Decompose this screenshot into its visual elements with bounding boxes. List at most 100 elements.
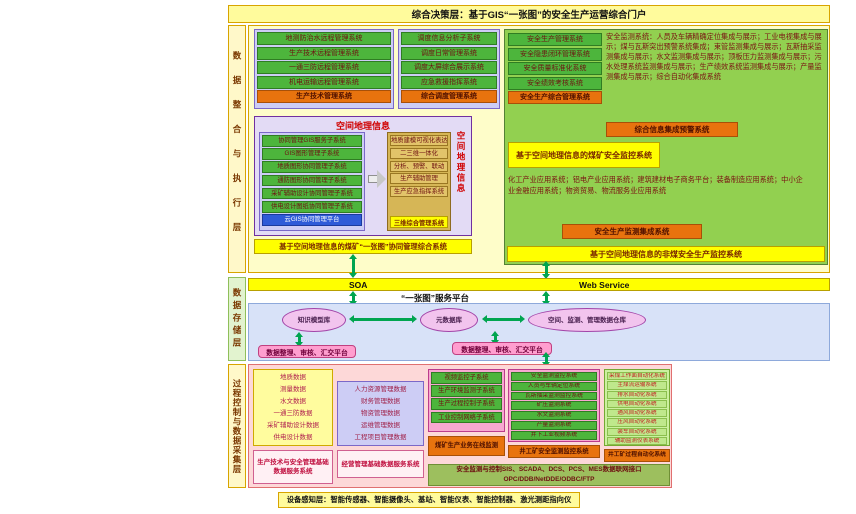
spatial-geo-title: 空间地理信息 — [335, 121, 390, 131]
spatial-geo-side-label: 空间地理信息 — [456, 131, 466, 194]
flow-right-arrow-icon — [368, 170, 386, 188]
interface-line: OPC/DDB/NetDDE/ODBC/FTP — [503, 476, 595, 483]
system-item: 矿压监测系统 — [511, 401, 597, 411]
system-item: 辅助监测仪表系统 — [607, 437, 667, 446]
integration-layer-label: 数据整合与执行层 — [228, 25, 246, 273]
data-item: 供电设计数据 — [273, 434, 313, 441]
safety-panel: 安全生产管理系统 安全隐患闭环管理系统 安全质量标准化系统 安全绩效考核系统 安… — [508, 33, 602, 111]
data-item: 水文数据 — [280, 398, 306, 405]
system-item: 调度日常管理系统 — [401, 46, 497, 60]
warning-system-footer: 综合信息集成预警系统 — [606, 122, 738, 137]
vertical-arrow-icon — [491, 331, 499, 345]
industry-systems-text: 化工产业应用系统；铝电产业应用系统；建筑建材电子商务平台；装备制造应用系统；中小… — [508, 175, 803, 195]
dispatch-panel: 调度信息分析子系统 调度日常管理系统 调度大屏综合展示系统 应急救援指挥系统 综… — [398, 29, 500, 109]
underground-safety-panel: 安全监测监控系统 人员与车辆定位系统 瓦斯抽采监测监控系统 矿压监测系统 水文监… — [508, 369, 600, 442]
storage-layer-label: 数据存储层 — [228, 277, 246, 361]
tech-data-panel: 地质数据 测量数据 水文数据 一通三防数据 采矿辅助设计数据 供电设计数据 — [253, 369, 333, 446]
industry-footer: 安全生产监测集成系统 — [562, 224, 702, 239]
system-item: 压风自动化系统 — [607, 418, 667, 427]
data-review-platform-left: 数据整理、审核、汇交平台 — [258, 345, 356, 358]
cloud-gis-platform-item: 云GIS协同管理平台 — [262, 214, 362, 226]
system-item: 供电自动化系统 — [607, 399, 667, 409]
system-item: 人员与车辆定位系统 — [511, 381, 597, 391]
system-item: 安全生产管理系统 — [508, 33, 602, 46]
system-item: 排水自动化系统 — [607, 390, 667, 399]
interface-line: 安全监测与控制SIS、SCADA、DCS、PCS、MES数据联网接口 — [456, 466, 642, 473]
data-item: 采矿辅助设计数据 — [267, 422, 319, 429]
spatial-monitor-mgmt-warehouse-db: 空间、监测、管理数据仓库 — [528, 308, 646, 332]
system-item: 井下工业视频系统 — [511, 430, 597, 440]
system-item: 工业控制网络子系统 — [431, 411, 502, 424]
web-service-label: Web Service — [579, 280, 630, 290]
system-item: 产量监测系统 — [511, 420, 597, 430]
automation-footer: 井工矿过程自动化系统 — [604, 449, 670, 462]
system-item: 安全监测监控系统 — [511, 372, 597, 381]
production-tech-panel: 地测防治水远程管理系统 生产技术远程管理系统 一通三防远程管理系统 机电运输远程… — [254, 29, 394, 109]
system-item: 采煤工作面自动化系统 — [607, 372, 667, 381]
vertical-arrow-icon — [295, 332, 303, 347]
data-item: 人力资源管理数据 — [354, 386, 407, 393]
system-item: 视频监控子系统 — [431, 372, 502, 384]
system-item: 地测防治水远程管理系统 — [257, 32, 391, 45]
soa-label: SOA — [349, 280, 368, 290]
data-item: 工程项目管理数据 — [354, 434, 407, 441]
dispatch-footer: 综合调度管理系统 — [401, 90, 497, 104]
horizontal-arrow-icon — [349, 315, 417, 323]
coal-monitor-bar: 基于空间地理信息的煤矿安全监控系统 — [508, 142, 660, 168]
system-item: 主煤流运输系统 — [607, 381, 667, 390]
vertical-arrow-icon — [542, 352, 550, 367]
system-item: 生产技术远程管理系统 — [257, 46, 391, 60]
monitoring-integration-text: 安全监测系统：人员及车辆精确定位集成与展示；工业电视集成与展示；煤与瓦斯突出预警… — [606, 32, 822, 81]
production-tech-footer: 生产技术管理系统 — [257, 90, 391, 104]
gis-subsystem-item: 供电设计图纸协同管理子系统 — [262, 200, 362, 213]
system-item: 安全质量标准化系统 — [508, 62, 602, 76]
onemap-platform-label: “一张图”服务平台 — [400, 293, 469, 303]
safety-footer: 安全生产综合管理系统 — [508, 91, 602, 105]
video-monitor-panel: 视频监控子系统 生产环境监测子系统 生产过程控制子系统 工业控制网络子系统 — [428, 369, 505, 432]
gis-capability-item: 地质建模可视化表达 — [390, 135, 448, 146]
system-item: 应急救援指挥系统 — [401, 75, 497, 89]
gis-subsystems-panel: 协同管理GIS服务子系统 GIS图形管理子系统 地质图形协同管理子系统 通防图形… — [259, 132, 365, 231]
data-item: 运维管理数据 — [361, 422, 400, 429]
three-d-system-footer: 三维综合管理系统 — [390, 216, 448, 228]
gis-capability-item: 二三维一体化 — [390, 147, 448, 159]
system-item: 通风自动化系统 — [607, 409, 667, 418]
tech-data-service-footer: 生产技术与安全管理基础数据服务系统 — [253, 450, 333, 484]
gis-capability-item: 生产应急指挥系统 — [390, 186, 448, 198]
underground-safety-footer: 井工矿安全监测监控系统 — [508, 445, 600, 458]
system-item: 瓦斯抽采监测监控系统 — [511, 391, 597, 401]
gis-subsystem-item: 采矿辅助设计协同管理子系统 — [262, 187, 362, 200]
automation-panel: 采煤工作面自动化系统 主煤流运输系统 排水自动化系统 供电自动化系统 通风自动化… — [604, 369, 670, 446]
operation-data-service-footer: 经营管理基础数据服务系统 — [337, 450, 424, 478]
gis-subsystem-item: GIS图形管理子系统 — [262, 148, 362, 160]
perception-layer-banner: 设备感知层：智能传感器、智能摄像头、基站、智能仪表、智能控制器、激光测距指向仪 — [278, 492, 580, 508]
system-item: 生产过程控制子系统 — [431, 398, 502, 410]
metadata-db: 元数据库 — [420, 308, 478, 332]
gis-subsystem-item: 通防图形协同管理子系统 — [262, 174, 362, 187]
vertical-arrow-icon — [542, 291, 550, 306]
gis-subsystem-item: 地质图形协同管理子系统 — [262, 161, 362, 173]
system-item: 调度大屏综合展示系统 — [401, 61, 497, 75]
vertical-arrow-icon — [542, 261, 550, 279]
system-item: 装车自动化系统 — [607, 427, 667, 437]
gis-onemap-footer-bar: 基于空间地理信息的煤矿“一张图”协同管理综合系统 — [254, 239, 472, 254]
system-item: 调度信息分析子系统 — [401, 32, 497, 45]
data-item: 测量数据 — [280, 386, 306, 393]
data-item: 物资管理数据 — [361, 410, 400, 417]
gis-capability-item: 生产辅助管理 — [390, 173, 448, 185]
spatial-geo-info-box: 空间地理信息 协同管理GIS服务子系统 GIS图形管理子系统 地质图形协同管理子… — [254, 116, 472, 236]
data-interface-bar: 安全监测与控制SIS、SCADA、DCS、PCS、MES数据联网接口 OPC/D… — [428, 464, 670, 486]
system-item: 一通三防远程管理系统 — [257, 61, 391, 75]
knowledge-model-db: 知识模型库 — [282, 308, 346, 332]
system-item: 机电运输远程管理系统 — [257, 75, 391, 89]
system-item: 生产环境监测子系统 — [431, 385, 502, 397]
system-item: 水文监测系统 — [511, 411, 597, 420]
vertical-arrow-icon — [349, 254, 357, 278]
decision-layer-banner: 综合决策层：基于GIS“一张图”的安全生产运营综合门户 — [228, 5, 830, 23]
gis-capability-item: 分析、预警、联动 — [390, 160, 448, 172]
vertical-arrow-icon — [349, 291, 357, 306]
data-item: 一通三防数据 — [273, 410, 313, 417]
horizontal-arrow-icon — [482, 315, 525, 323]
system-item: 安全绩效考核系统 — [508, 76, 602, 90]
